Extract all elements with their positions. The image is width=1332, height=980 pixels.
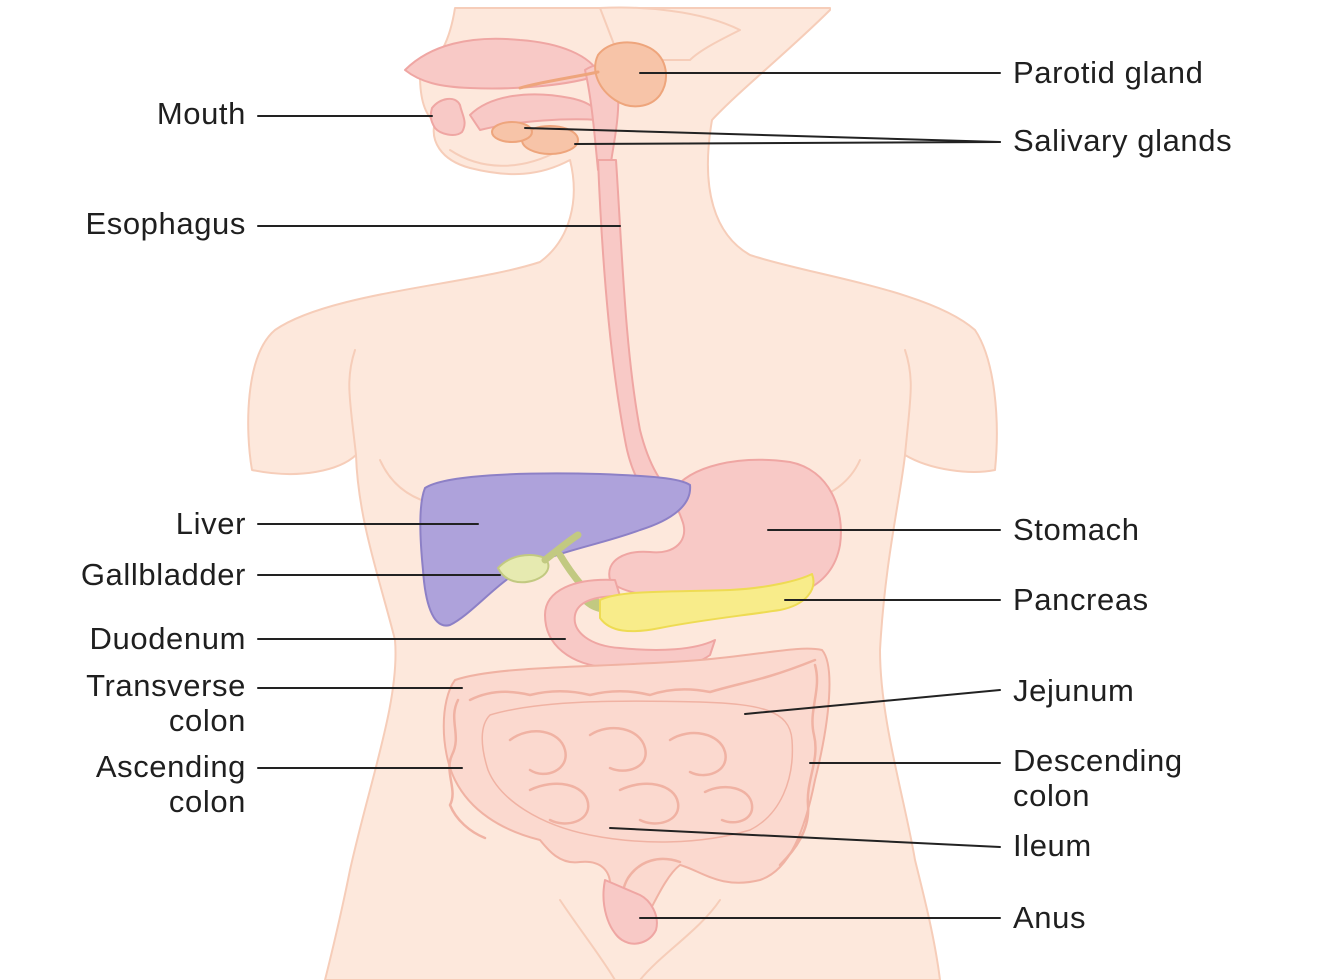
label-transverse-colon: Transverse colon bbox=[86, 668, 246, 738]
label-stomach: Stomach bbox=[1013, 512, 1140, 547]
label-salivary-glands-text: Salivary glands bbox=[1013, 123, 1232, 158]
label-mouth: Mouth bbox=[157, 96, 246, 131]
label-anus: Anus bbox=[1013, 900, 1086, 935]
label-ileum: Ileum bbox=[1013, 828, 1092, 863]
label-descending-colon-line2: colon bbox=[1013, 778, 1183, 813]
label-ascending-colon-line1: Ascending bbox=[96, 749, 246, 784]
label-gallbladder-text: Gallbladder bbox=[81, 557, 246, 592]
label-esophagus: Esophagus bbox=[85, 206, 246, 241]
label-mouth-text: Mouth bbox=[157, 96, 246, 131]
label-duodenum-text: Duodenum bbox=[90, 621, 246, 656]
label-descending-colon: Descending colon bbox=[1013, 743, 1183, 813]
label-salivary-glands: Salivary glands bbox=[1013, 123, 1232, 158]
label-parotid-gland: Parotid gland bbox=[1013, 55, 1204, 90]
label-parotid-gland-text: Parotid gland bbox=[1013, 55, 1204, 90]
label-transverse-colon-line1: Transverse bbox=[86, 668, 246, 703]
label-duodenum: Duodenum bbox=[90, 621, 246, 656]
label-jejunum-text: Jejunum bbox=[1013, 673, 1134, 708]
label-gallbladder: Gallbladder bbox=[81, 557, 246, 592]
label-liver: Liver bbox=[176, 506, 246, 541]
label-anus-text: Anus bbox=[1013, 900, 1086, 935]
label-ascending-colon-line2: colon bbox=[96, 784, 246, 819]
lips bbox=[431, 99, 465, 135]
label-esophagus-text: Esophagus bbox=[85, 206, 246, 241]
label-pancreas: Pancreas bbox=[1013, 582, 1149, 617]
label-ileum-text: Ileum bbox=[1013, 828, 1092, 863]
label-ascending-colon: Ascending colon bbox=[96, 749, 246, 819]
label-liver-text: Liver bbox=[176, 506, 246, 541]
sublingual-gland-shape bbox=[492, 122, 532, 142]
label-descending-colon-line1: Descending bbox=[1013, 743, 1183, 778]
label-stomach-text: Stomach bbox=[1013, 512, 1140, 547]
label-pancreas-text: Pancreas bbox=[1013, 582, 1149, 617]
label-transverse-colon-line2: colon bbox=[86, 703, 246, 738]
label-jejunum: Jejunum bbox=[1013, 673, 1134, 708]
